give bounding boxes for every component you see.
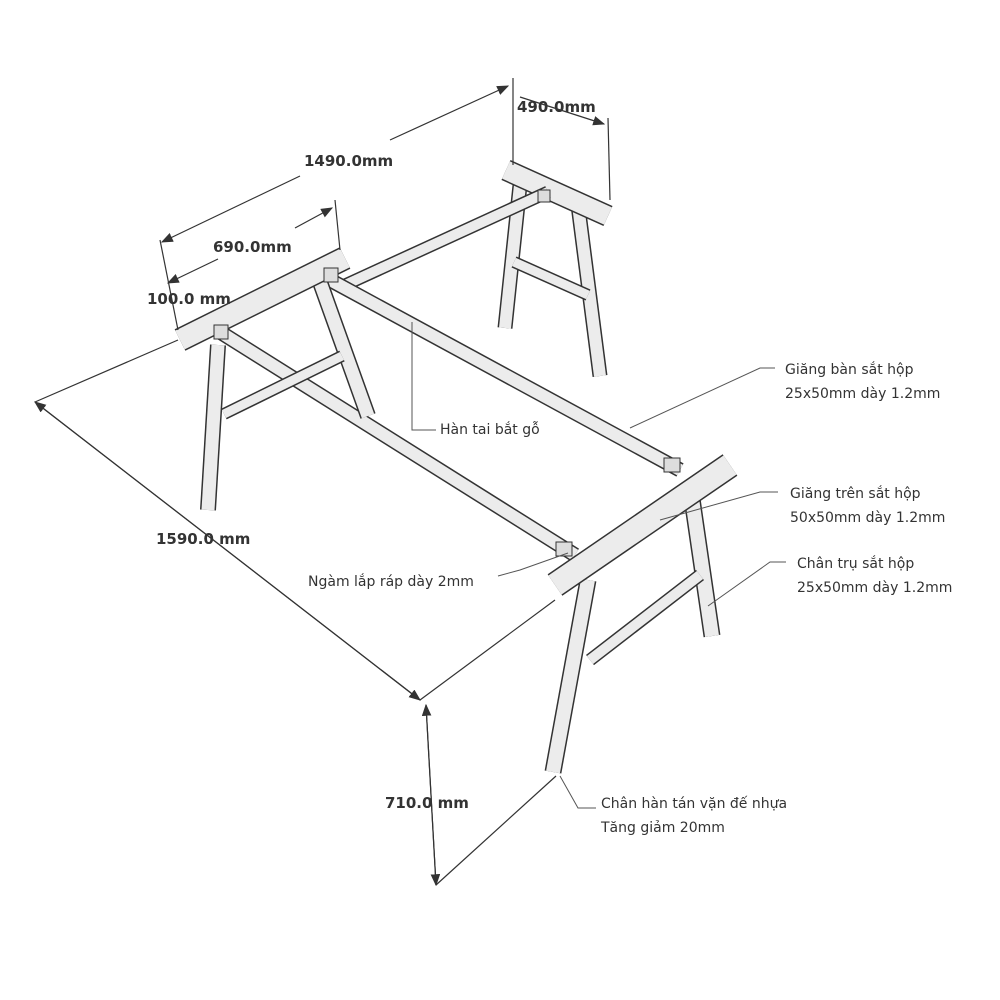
long-rails bbox=[216, 186, 684, 562]
note-line: Giăng trên sắt hộp bbox=[790, 486, 921, 502]
dimension-lines bbox=[34, 78, 611, 887]
note-line: 25x50mm dày 1.2mm bbox=[785, 386, 941, 402]
note-line: Tăng giảm 20mm bbox=[601, 820, 725, 836]
dimension-table-length: 1590.0 mm bbox=[156, 530, 251, 548]
dimension-frame-width: 490.0mm bbox=[517, 98, 596, 116]
note-leg-post: Chân trụ sắt hộp 25x50mm dày 1.2mm bbox=[797, 552, 952, 600]
dimension-total-length: 1490.0mm bbox=[304, 152, 394, 170]
note-line: 50x50mm dày 1.2mm bbox=[790, 510, 946, 526]
dimension-inner-span: 690.0mm bbox=[213, 238, 292, 256]
note-foot: Chân hàn tán vặn đế nhựa Tăng giảm 20mm bbox=[601, 792, 787, 840]
note-joint: Ngàm lắp ráp dày 2mm bbox=[308, 574, 474, 590]
note-table-brace: Giăng bàn sắt hộp 25x50mm dày 1.2mm bbox=[785, 358, 940, 406]
dimension-overhang: 100.0 mm bbox=[147, 290, 231, 308]
note-top-brace: Giăng trên sắt hộp 50x50mm dày 1.2mm bbox=[790, 482, 945, 530]
front-right-leg-frame bbox=[544, 454, 738, 774]
dimension-height: 710.0 mm bbox=[385, 794, 469, 812]
left-leg-frame bbox=[174, 247, 376, 511]
note-line: Chân hàn tán vặn đế nhựa bbox=[601, 796, 788, 812]
joint-plates bbox=[213, 189, 681, 557]
frame-tubes bbox=[174, 159, 738, 774]
note-line: 25x50mm dày 1.2mm bbox=[797, 580, 953, 596]
leader-lines bbox=[411, 322, 786, 809]
note-line: Giăng bàn sắt hộp bbox=[785, 362, 914, 378]
note-weld-tab: Hàn tai bắt gỗ bbox=[440, 422, 540, 438]
note-line: Chân trụ sắt hộp bbox=[797, 556, 915, 572]
